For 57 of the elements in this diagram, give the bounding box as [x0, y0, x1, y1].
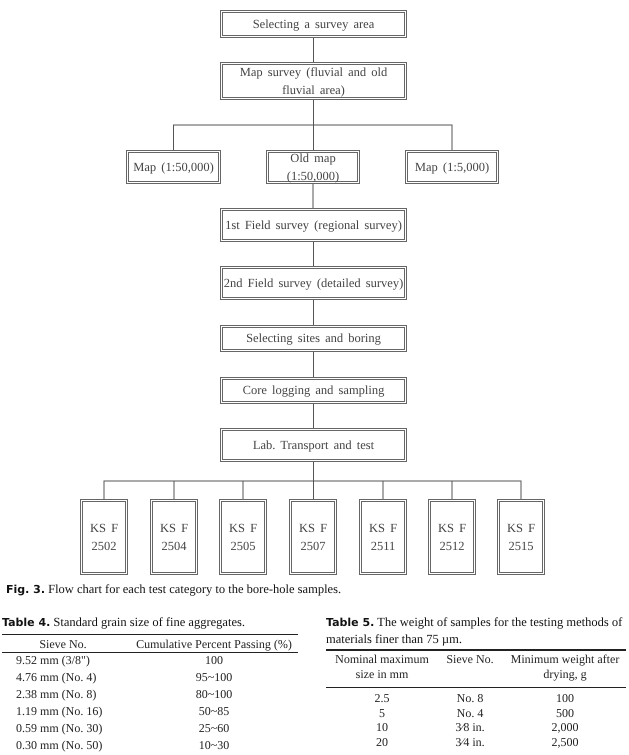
connector-line — [313, 352, 314, 378]
connector-line — [313, 38, 314, 62]
process-box: 1st Field survey (regional survey) — [220, 208, 407, 242]
connector-line — [313, 404, 314, 428]
table-cell-text: 100 — [555, 691, 575, 706]
test-box: KS F 2515 — [497, 499, 545, 575]
column-header: Nominal maximum size in mm — [334, 652, 430, 682]
table-cell-text: 4.76 mm (No. 4) — [16, 670, 98, 685]
connector-line — [313, 300, 314, 326]
table-cell-text: 3⁄4 in. — [454, 734, 486, 750]
test-box: KS F 2512 — [428, 499, 476, 575]
table-cell-text: 10 — [375, 720, 389, 735]
test-box: KS F 2505 — [219, 499, 267, 575]
table-cell-text: 50~85 — [198, 704, 230, 719]
column-header: Sieve No. — [38, 637, 88, 652]
column-header: Sieve No. — [445, 652, 495, 667]
table-cell-text: 25~60 — [198, 721, 230, 736]
process-box: Selecting sites and boring — [220, 325, 407, 352]
table-cell-text: 500 — [555, 706, 575, 720]
table-cell-text: 2.38 mm (No. 8) — [16, 687, 98, 702]
column-header: Cumulative Percent Passing (%) — [135, 637, 293, 652]
table-cell-text: 0.30 mm (No. 50) — [16, 738, 104, 753]
process-box: Selecting a survey area — [220, 10, 407, 38]
table-cell-text: 9.52 mm (3/8") — [16, 653, 91, 668]
process-box: Map survey (fluvial and old fluvial area) — [220, 62, 407, 100]
table-cell-text: 2,500 — [550, 734, 580, 750]
column-header: Minimum weight after drying, g — [510, 652, 620, 682]
process-box: Map (1:5,000) — [405, 150, 499, 184]
table-cell-text: 2,000 — [550, 720, 580, 735]
table-title: Table 5. The weight of samples for the testing methods of materials finer than 75 µm. — [326, 614, 624, 647]
process-box: Core logging and sampling — [220, 377, 407, 404]
table-title: Table 4. Standard grain size of fine aggregates. — [2, 614, 246, 631]
process-box: Lab. Transport and test — [220, 428, 407, 462]
table-cell-text: 1.19 mm (No. 16) — [16, 704, 104, 719]
process-box: Map (1:50,000) — [126, 150, 221, 184]
test-box: KS F 2502 — [80, 499, 128, 575]
process-box: 2nd Field survey (detailed survey) — [220, 266, 407, 300]
table-cell-text: No. 8 — [456, 691, 484, 706]
connector-line — [313, 242, 314, 266]
table-cell-text: 10~30 — [198, 738, 230, 753]
table-cell-text: No. 4 — [456, 706, 484, 720]
test-box: KS F 2507 — [289, 499, 337, 575]
table-cell-text: 100 — [204, 653, 224, 668]
table-cell-text: 80~100 — [194, 687, 234, 702]
connector-line — [312, 184, 314, 208]
table-cell-text: 20 — [375, 734, 389, 750]
connector-line — [313, 462, 522, 500]
table-cell-text: 2.5 — [374, 691, 390, 706]
table-cell-text: 0.59 mm (No. 30) — [16, 721, 104, 736]
connector-line — [313, 100, 452, 150]
process-box: Old map (1:50,000) — [266, 150, 360, 184]
table-cell-text: 95~100 — [194, 670, 234, 685]
table-cell-text: 3⁄8 in. — [454, 720, 486, 735]
figure-caption: Fig. 3. Flow chart for each test category to the bore-hole samples. — [6, 582, 342, 597]
table-cell-text: 5 — [378, 706, 386, 720]
test-box: KS F 2504 — [150, 499, 198, 575]
test-box: KS F 2511 — [359, 499, 407, 575]
